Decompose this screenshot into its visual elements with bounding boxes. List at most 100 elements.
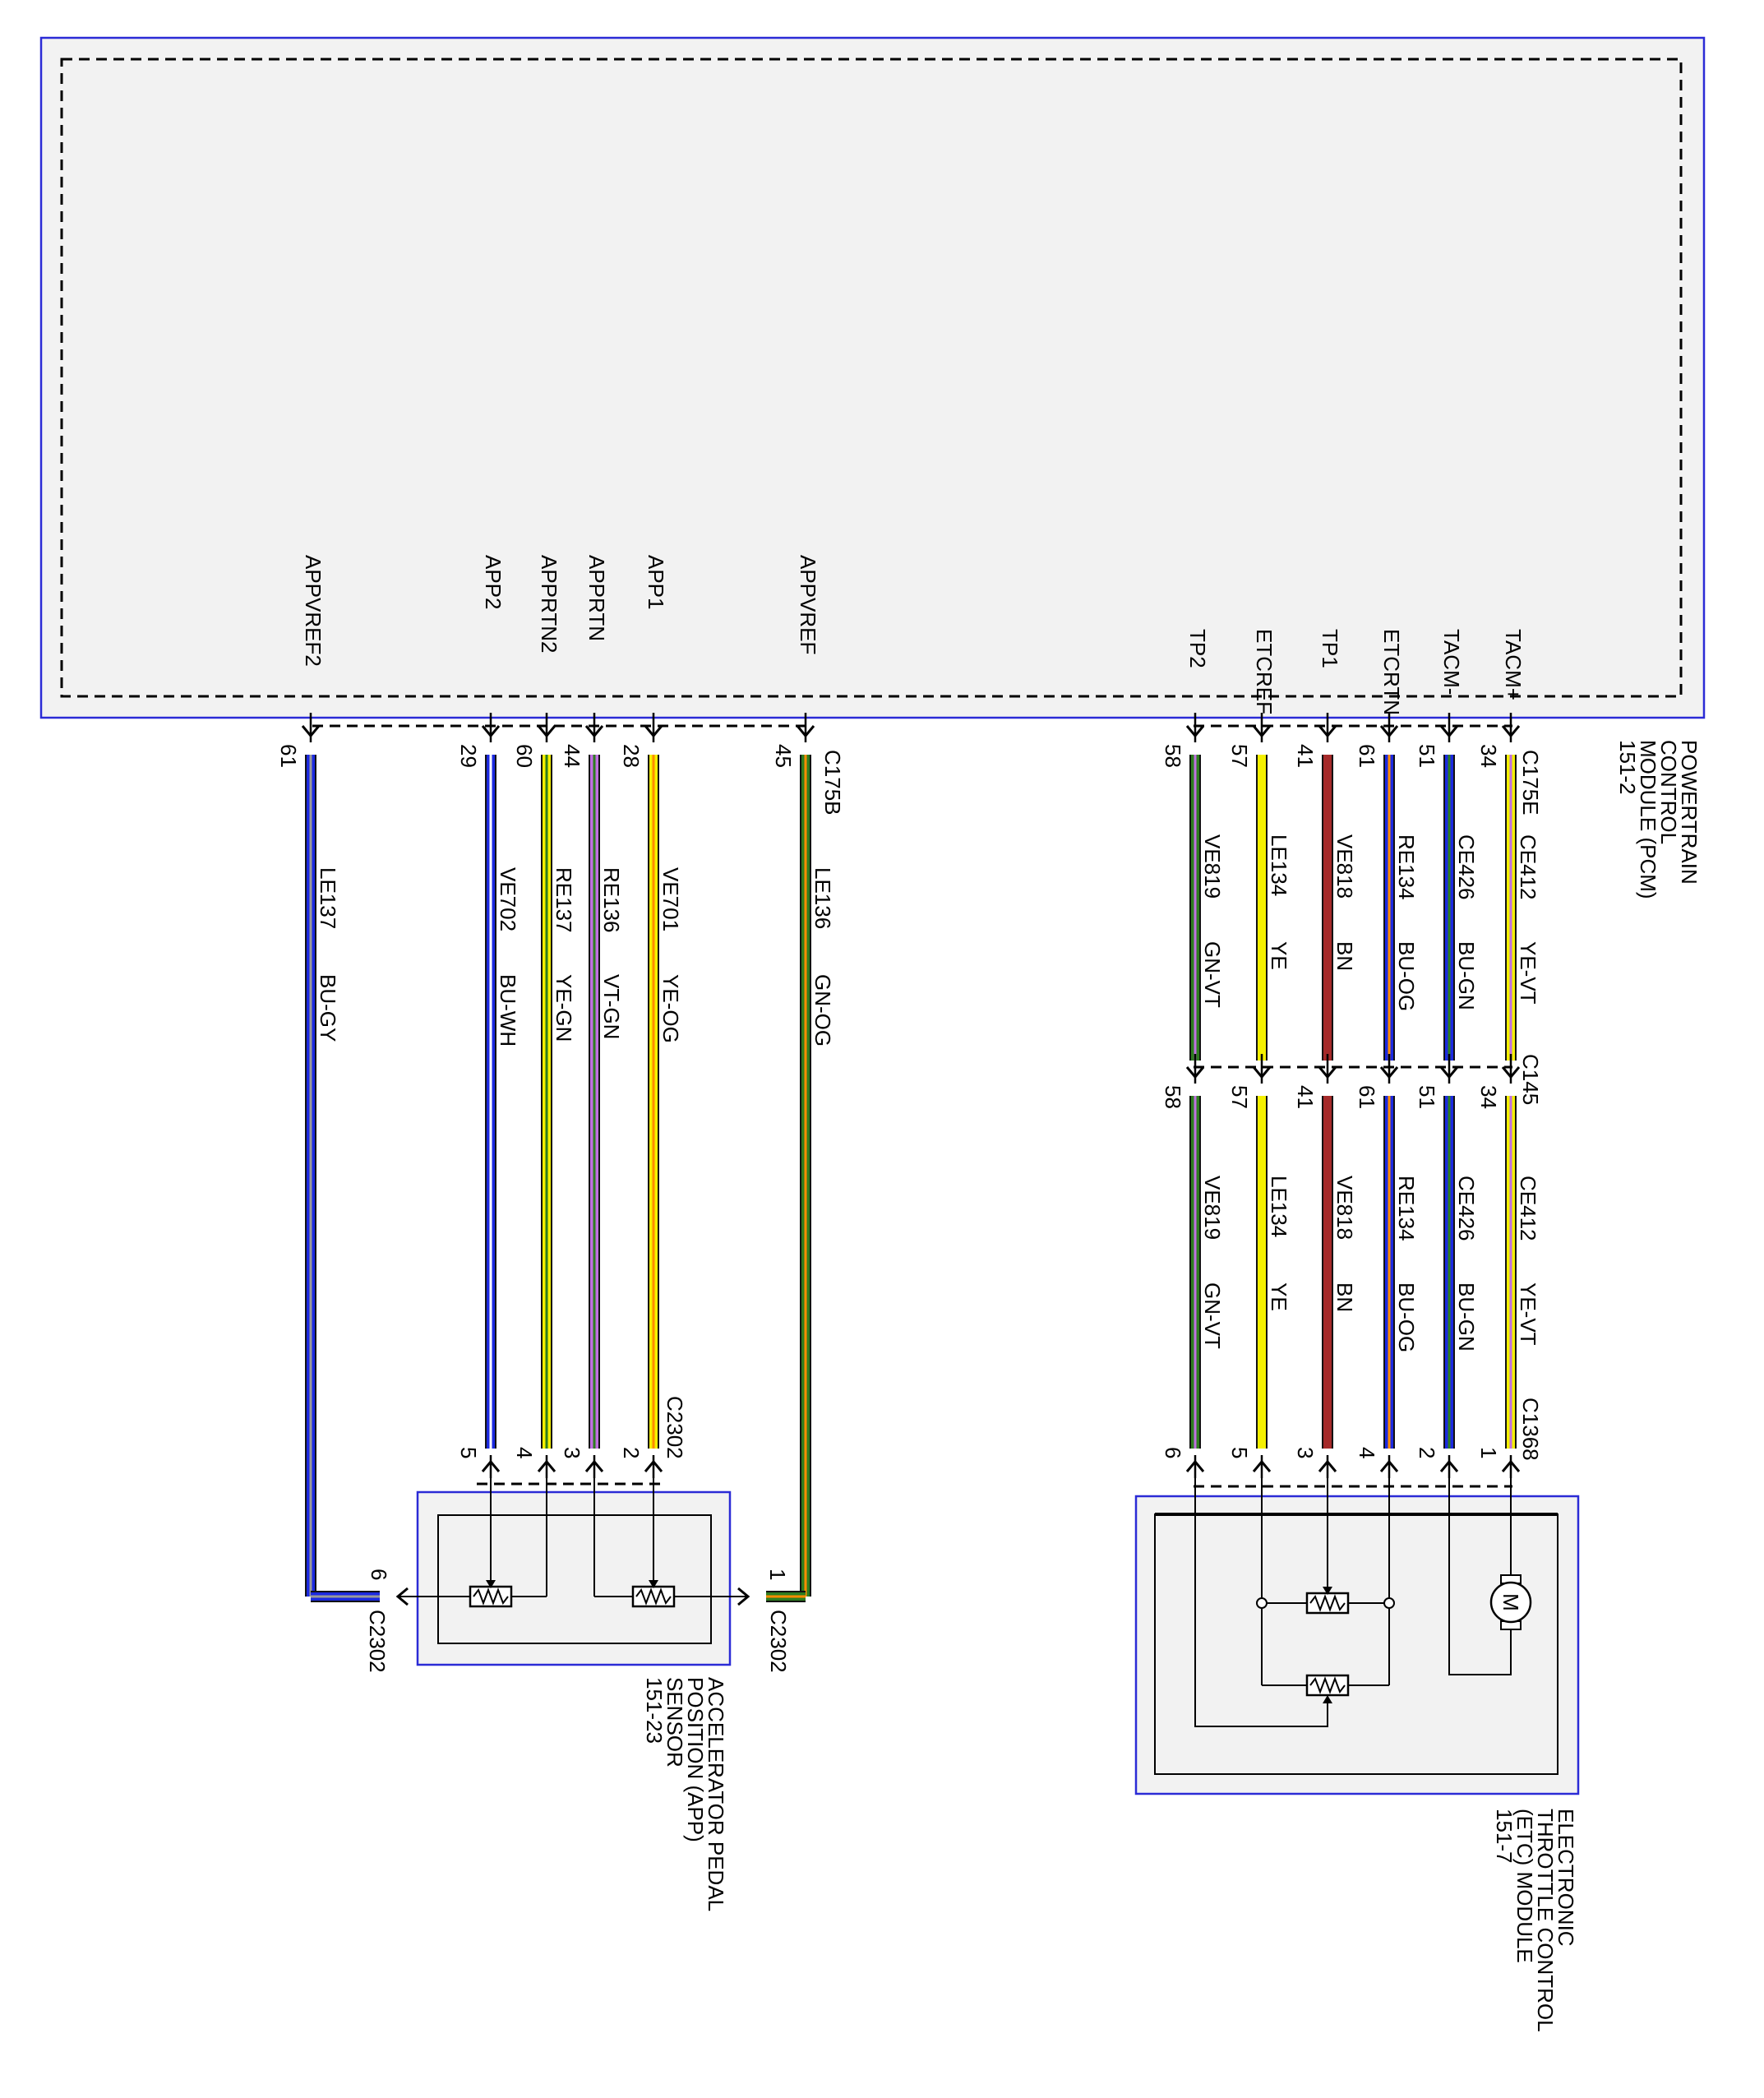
etc-name-line-1: ELECTRONIC [1554,1809,1578,1947]
etc-wire-etcref-color-lower: YE [1267,1282,1291,1311]
etc-pin-etcref: 5 [1227,1447,1252,1458]
app-sensor-module: ACCELERATOR PEDAL POSITION (APP) SENSOR … [365,1396,791,1911]
throttle-motor-icon: M [1489,1574,1532,1630]
app-wire-apprtn-stripe [593,755,596,1449]
pcm-name-line-2: CONTROL [1656,740,1681,844]
etc-wire-tacm-minus-lower-stripe [1448,1096,1451,1449]
etc-wire-tp1-lower-stripe [1326,1096,1329,1449]
etc-wire-etcrtn-upper-stripe [1388,755,1391,1061]
tp2-potentiometer-icon [1305,1674,1350,1703]
etc-pin-etcrtn: 4 [1355,1447,1379,1458]
app-sensor-inner [437,1514,712,1644]
c145-pin-arrow-tacm- [1439,1066,1459,1079]
pcm-pin-arrow-tacm- [1439,725,1459,738]
etc-wire-etcrtn-color-upper: BU-OG [1394,941,1419,1011]
etc-name-line-2: THROTTLE CONTROL [1533,1809,1558,2032]
etc-wire-tp1-color-lower: BN [1332,1282,1357,1312]
app-wire-app2-circuit: VE702 [496,867,520,931]
etc-module: M ELECTRONIC THROTTLE CONTROL (ETC) MODU… [1134,1398,1580,2032]
pcm-pin-apprtn: 44 [560,744,584,768]
app-wire-apprtn-color-code: VT-GN [599,974,624,1039]
app-sensor-name-line-3: SENSOR [663,1677,687,1768]
pcm-pin-arrow-etcref [1252,725,1272,738]
pcm-pin-arrow-app2 [481,725,501,738]
app-wire-appvref-stripe [804,755,807,1597]
pcm-signal-tacm+: TACM+ [1501,629,1526,700]
etc-wire-etcrtn-circuit-lower: RE134 [1394,1176,1419,1241]
app-sensor-pin-apprtn2: 4 [512,1447,537,1458]
pcm-name-line-3: MODULE (PCM) [1636,740,1660,899]
app-sensor-pin-appvref: 1 [765,1569,790,1580]
etc-wire-tp1-upper-stripe [1326,755,1329,1061]
app-wire-apprtn2-stripe [545,755,548,1449]
etc-pin-tp2: 6 [1161,1447,1185,1458]
etc-wire-tacm-minus-circuit-lower: CE426 [1454,1176,1479,1241]
c145-pin-tp2: 58 [1161,1085,1185,1109]
etc-wire-etcref-circuit-upper: LE134 [1267,834,1291,896]
etc-pin-arrow-tp1 [1318,1459,1337,1472]
pcm-pin-appvref2: 61 [276,744,301,768]
etc-splice-left [1256,1597,1268,1609]
app-sensor-pin-app2: 5 [456,1447,481,1458]
pcm-pin-tacm+: 34 [1476,744,1501,768]
etc-wire-tp2-circuit-lower: VE819 [1200,1176,1225,1240]
app-sensor-connector-label-right: C2302 [766,1610,791,1673]
app-wire-app1-stripe [652,755,655,1449]
app-sensor-connector-label-left: C2302 [365,1610,390,1673]
app-wire-appvref-horizontal-stripe [766,1595,806,1598]
etc-wire-tp2-lower-stripe [1194,1096,1197,1449]
app-wire-appvref2-color-code: BU-GY [316,974,340,1042]
etc-module-box [1134,1495,1580,1795]
c145-pin-tacm-: 51 [1415,1085,1439,1109]
pcm-pin-app2: 29 [456,744,481,768]
etc-wire-tacm-minus-upper-stripe [1448,755,1451,1061]
etc-wire-tacm-plus-upper-stripe [1509,755,1512,1061]
pcm-name-line-4: 151-2 [1615,740,1640,795]
pcm-signal-etcrtn: ETCRTN [1379,629,1404,715]
motor-symbol: M [1498,1593,1523,1611]
pcm-pin-tacm-: 51 [1415,744,1439,768]
app-sensor-box [416,1490,732,1666]
c145-pin-arrow-etcrtn [1379,1066,1399,1079]
pcm-pin-arrow-app1 [644,725,663,738]
etc-wire-tacm-minus-circuit-upper: CE426 [1454,834,1479,900]
pcm-pin-arrow-apprtn2 [537,725,556,738]
etc-wire-etcrtn-lower-stripe [1388,1096,1391,1449]
etc-wire-etcref-lower-stripe [1260,1096,1263,1449]
etc-wire-tp1-circuit-lower: VE818 [1332,1176,1357,1240]
pcm-pin-apprtn2: 60 [512,744,537,768]
c145-pin-tp1: 41 [1293,1085,1318,1109]
etc-pin-arrow-tacm+ [1501,1459,1521,1472]
c145-pin-arrow-etcref [1252,1066,1272,1079]
pcm-signal-app1: APP1 [644,555,668,610]
app-sensor-pin-arrow-appvref2 [395,1587,409,1606]
pcm-pin-arrow-tp1 [1318,725,1337,738]
app-sensor-pin-arrow-apprtn2 [537,1459,556,1472]
app-sensor-pin-app1: 2 [619,1447,644,1458]
pcm-pin-arrow-tacm+ [1501,725,1521,738]
app-sensor-name-line-4: 151-23 [642,1677,667,1744]
app-sensor-pin-appvref2: 6 [367,1569,391,1580]
app-wire-apprtn-circuit: RE136 [599,867,624,933]
etc-wire-tacm-plus-lower-stripe [1509,1096,1512,1449]
app-wire-app1-color-code: YE-OG [658,974,683,1043]
pcm-pin-arrow-apprtn [584,725,604,738]
etc-tacm-minus-trace [1448,1472,1512,1675]
c145-pin-arrow-tacm+ [1501,1066,1521,1079]
app-wire-appvref-color-code: GN-OG [810,974,835,1047]
etc-name-line-3: (ETC) MODULE [1512,1809,1537,1963]
etc-wire-tacm-plus-color-upper: YE-VT [1516,941,1540,1005]
pcm-name-line-1: POWERTRAIN [1677,740,1702,885]
c145-connector-label: C145 [1518,1054,1543,1105]
etc-wire-etcref-circuit-lower: LE134 [1267,1176,1291,1237]
pcm-module: POWERTRAIN CONTROL MODULE (PCM) 151-2 [39,36,1706,899]
app-wire-app1-circuit: VE701 [658,867,683,931]
app-sensor-name-line-2: POSITION (APP) [683,1677,708,1842]
app-wire-apprtn2-color-code: YE-GN [552,974,576,1042]
pcm-signal-etcref: ETCREF [1252,629,1277,714]
app-sensor-pin-arrow-apprtn [584,1459,604,1472]
etc-splice-right [1383,1597,1395,1609]
pcm-pin-etcrtn: 61 [1355,744,1379,768]
c175b-connector-label: C175B [820,750,845,816]
